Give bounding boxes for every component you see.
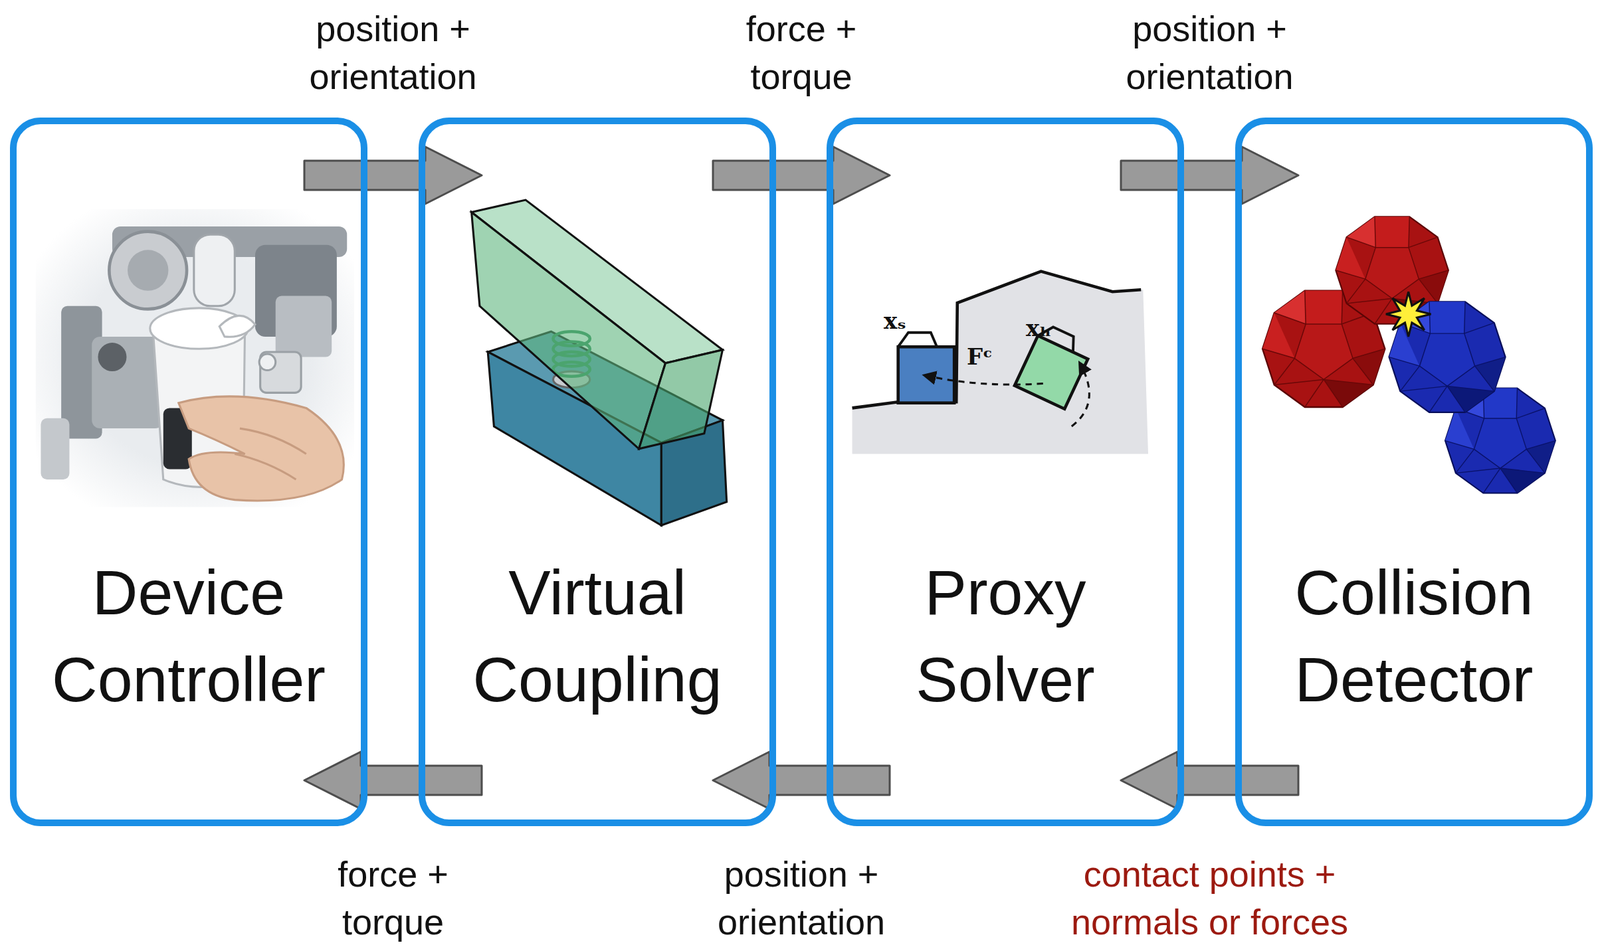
process-box: Proxy Solver (826, 117, 1185, 827)
signal-label: position + orientation (1100, 5, 1320, 101)
process-box: Virtual Coupling (418, 117, 777, 827)
box-title: Collision Detector (1247, 549, 1581, 724)
block-arrow (304, 146, 482, 204)
signal-label: position + orientation (283, 5, 503, 101)
figure-label: xₛ (883, 309, 907, 333)
collision-illustration (1262, 216, 1556, 494)
proxy-solver-illustration (852, 271, 1149, 455)
block-arrow (304, 752, 482, 810)
virtual-coupling-illustration (471, 200, 727, 526)
signal-label: force + torque (691, 5, 911, 101)
figure-label: Fᶜ (966, 345, 993, 369)
box-title: Proxy Solver (838, 549, 1173, 724)
signal-label: contact points + normals or forces (1047, 851, 1373, 947)
process-box: Collision Detector (1235, 117, 1593, 827)
block-arrow (712, 146, 890, 204)
block-arrow (712, 752, 890, 810)
figure-label: xₕ (1025, 316, 1052, 340)
box-title: Virtual Coupling (430, 549, 765, 724)
signal-label: position + orientation (691, 851, 911, 947)
signal-label: force + torque (283, 851, 503, 947)
haptic-device-photo (35, 209, 355, 508)
block-arrow (1120, 752, 1299, 810)
block-arrow (1120, 146, 1299, 204)
process-box: Device Controller (9, 117, 368, 827)
box-title: Device Controller (21, 549, 356, 724)
